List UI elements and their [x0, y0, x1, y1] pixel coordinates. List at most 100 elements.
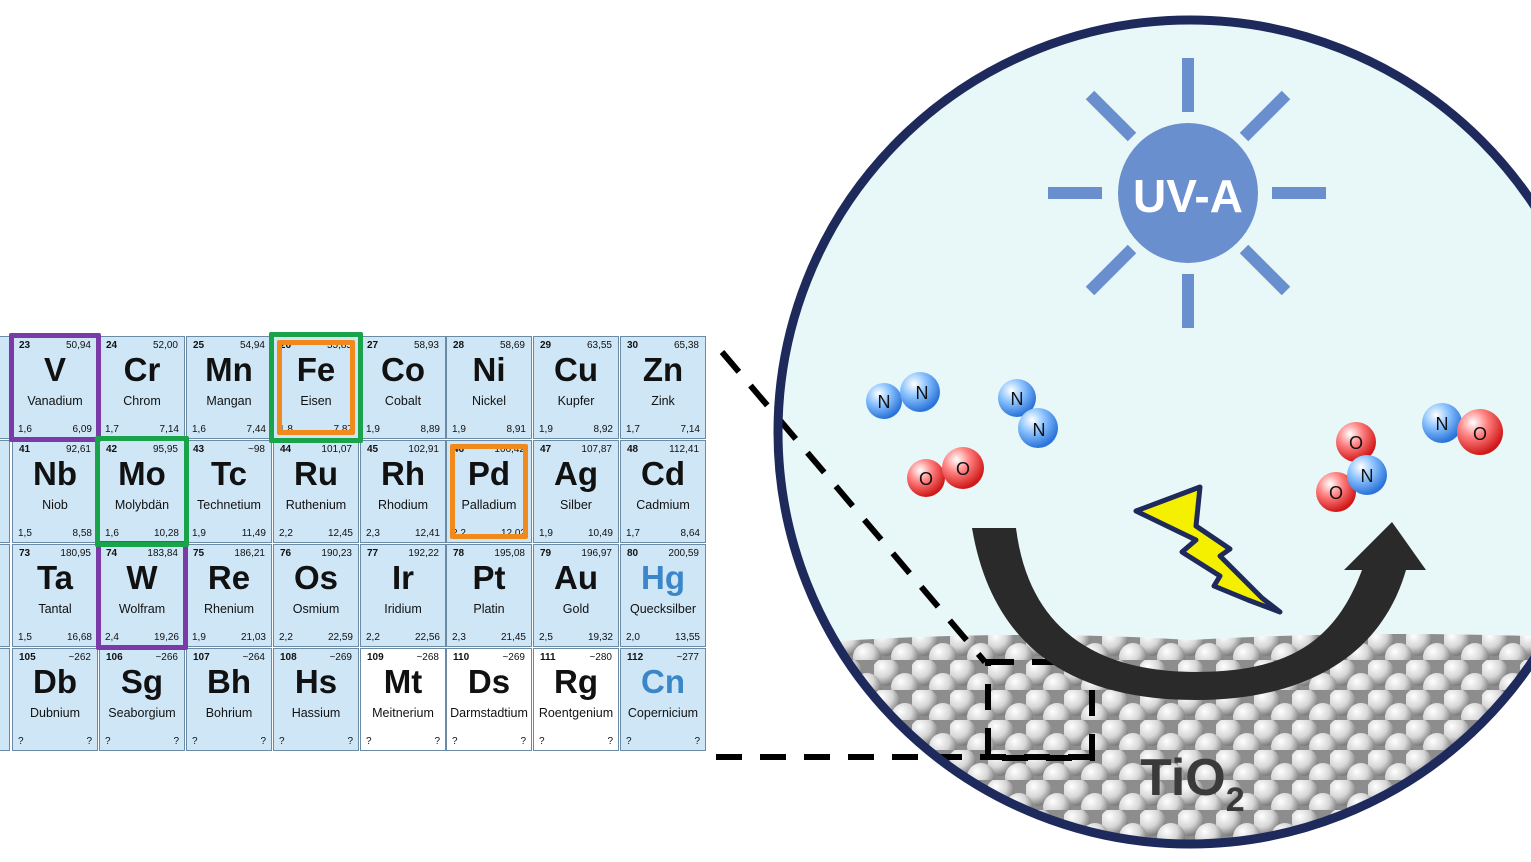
electronegativity: ?: [18, 736, 24, 747]
reaction-arrow: [972, 522, 1426, 700]
density: 22,56: [414, 632, 440, 643]
element-name: Niob: [42, 498, 68, 512]
atomic-mass: 95,95: [152, 444, 178, 455]
electronegativity: 1,9: [192, 632, 206, 643]
element-cell-partial: [0, 544, 10, 647]
density: ?: [694, 736, 700, 747]
element-symbol: W: [126, 559, 158, 596]
density: 22,59: [327, 632, 353, 643]
highlight-frame-v: [9, 333, 101, 442]
element-name: Roentgenium: [538, 706, 614, 720]
element-symbol: Mn: [205, 351, 253, 388]
svg-text:N: N: [916, 383, 929, 403]
element-symbol: Rg: [554, 663, 598, 700]
density: 21,45: [500, 632, 526, 643]
element-name: Mangan: [206, 394, 252, 408]
atomic-number: 79: [540, 548, 552, 559]
atomic-mass: 54,94: [239, 340, 265, 351]
atomic-mass: 186,21: [234, 548, 265, 559]
uva-label: UV-A: [1133, 170, 1243, 222]
density: 19,26: [153, 632, 179, 643]
atomic-mass: 106,42: [494, 444, 525, 455]
element-symbol: Ni: [472, 351, 506, 388]
electronegativity: 1,6: [105, 528, 119, 539]
element-name: Kupfer: [557, 394, 595, 408]
atomic-mass: 50,94: [65, 340, 91, 351]
element-symbol: Cn: [641, 663, 685, 700]
electronegativity: 2,4: [105, 632, 119, 643]
element-symbol: Cd: [641, 455, 685, 492]
element-name: Zink: [651, 394, 675, 408]
highlight-frame-fe: [277, 340, 355, 435]
atomic-mass: 107,87: [581, 444, 612, 455]
element-symbol: Mo: [118, 455, 166, 492]
atomic-mass: ~269: [502, 652, 525, 663]
electronegativity: 1,9: [192, 528, 206, 539]
density: 21,03: [240, 632, 266, 643]
element-symbol: Pd: [467, 455, 511, 492]
element-name: Osmium: [292, 602, 340, 616]
atomic-number: 48: [627, 444, 639, 455]
atomic-number: 41: [19, 444, 31, 455]
element-name: Chrom: [123, 394, 161, 408]
sun-icon: [1048, 58, 1326, 328]
atomic-number: 43: [193, 444, 205, 455]
element-name: Nickel: [471, 394, 507, 408]
element-name: Ruthenium: [285, 498, 347, 512]
molecule-no2: O N O: [1316, 422, 1387, 512]
element-name: Rhodium: [377, 498, 429, 512]
atomic-mass: ~280: [589, 652, 612, 663]
element-name: Tantal: [38, 602, 72, 616]
element-cell-partial: [0, 648, 10, 751]
element-symbol: Sg: [120, 663, 164, 700]
atomic-mass: 112,41: [669, 444, 699, 455]
element-symbol: Ir: [391, 559, 414, 596]
density: 12,45: [327, 528, 353, 539]
electronegativity: 1,9: [452, 424, 466, 435]
element-symbol: Cr: [123, 351, 161, 388]
density: ?: [260, 736, 266, 747]
electronegativity: 2,2: [452, 528, 466, 539]
electronegativity: 2,2: [279, 528, 293, 539]
element-name: Wolfram: [118, 602, 166, 616]
electronegativity: 1,8: [279, 424, 293, 435]
atomic-number: 110: [453, 652, 470, 663]
element-name: Rhenium: [203, 602, 255, 616]
electronegativity: 1,5: [18, 528, 32, 539]
element-symbol: Cu: [554, 351, 598, 388]
svg-text:O: O: [956, 459, 970, 479]
electronegativity: 2,2: [366, 632, 380, 643]
density: 11,49: [241, 528, 266, 539]
atomic-number: 30: [627, 340, 639, 351]
electronegativity: 2,0: [626, 632, 640, 643]
atomic-mass: 195,08: [494, 548, 525, 559]
atomic-mass: 200,59: [668, 548, 699, 559]
atomic-mass: ~277: [676, 652, 699, 663]
atomic-number: 77: [367, 548, 379, 559]
electronegativity: 1,6: [192, 424, 206, 435]
electronegativity: ?: [452, 736, 458, 747]
element-symbol: Db: [33, 663, 77, 700]
atomic-number: 112: [627, 652, 644, 663]
element-symbol: Hg: [641, 559, 685, 596]
element-symbol: Pt: [472, 559, 506, 596]
density: 8,92: [593, 424, 613, 435]
element-name: Iridium: [384, 602, 422, 616]
electronegativity: 1,9: [366, 424, 380, 435]
element-cell-partial: [0, 440, 10, 543]
atomic-number: 106: [106, 652, 123, 663]
element-name: Copernicium: [627, 706, 699, 720]
electronegativity: ?: [366, 736, 372, 747]
atomic-number: 109: [367, 652, 384, 663]
electronegativity: 1,9: [539, 424, 553, 435]
